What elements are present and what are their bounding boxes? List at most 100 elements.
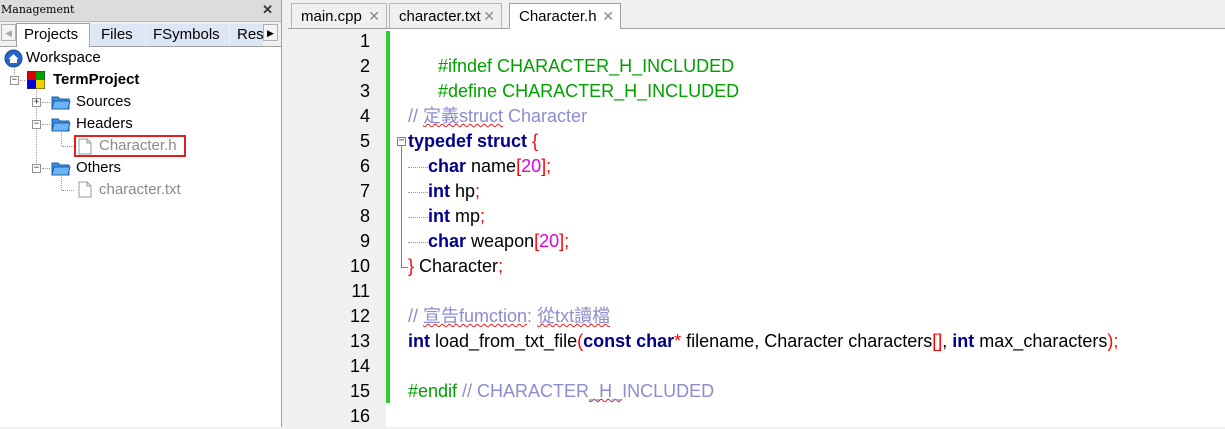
- line-number: 4: [359, 106, 370, 126]
- line-number: 16: [349, 406, 370, 426]
- collapse-icon[interactable]: −: [32, 163, 41, 173]
- line-number: 8: [359, 206, 370, 226]
- code-token: const: [583, 331, 632, 351]
- line-number: 2: [359, 56, 370, 76]
- tree-item-character-h[interactable]: Character.h: [74, 135, 186, 157]
- code-token: 宣告fumction: [423, 306, 528, 326]
- code-editor[interactable]: 1 2 3 4 5 6 7 8 9 10 11 12 13 14 15 16 −…: [288, 29, 1225, 427]
- tab-projects[interactable]: Projects: [16, 23, 90, 47]
- line-number: 6: [359, 156, 370, 176]
- character-txt-label: character.txt: [99, 181, 181, 198]
- tree-connector: [36, 90, 37, 169]
- tree-item-project[interactable]: − TermProject: [9, 70, 209, 90]
- editor-tab-bar: main.cpp ✕ character.txt ✕ Character.h ✕: [288, 0, 1225, 29]
- code-token: *: [674, 331, 682, 351]
- headers-label: Headers: [76, 115, 133, 132]
- code-line: char name[20];: [408, 154, 551, 179]
- code-token: filename, Character characters: [681, 331, 933, 351]
- workspace-icon: [4, 49, 23, 68]
- collapse-icon[interactable]: −: [32, 119, 41, 129]
- tab-character-h[interactable]: Character.h ✕: [509, 3, 621, 29]
- code-token: :: [527, 306, 538, 326]
- tab-resources[interactable]: Res: [230, 24, 263, 46]
- code-line: #define CHARACTER_H_INCLUDED: [408, 54, 739, 101]
- editor-area: main.cpp ✕ character.txt ✕ Character.h ✕…: [288, 0, 1225, 427]
- folder-open-icon: [51, 162, 71, 176]
- code-token: mp: [450, 206, 481, 226]
- collapse-icon[interactable]: −: [10, 75, 19, 85]
- tree-connector: [42, 124, 50, 125]
- line-number: 1: [359, 31, 370, 51]
- fold-end: [401, 261, 408, 268]
- code-token: #define CHARACTER_H_INCLUDED: [438, 81, 740, 101]
- line-number: 3: [359, 81, 370, 101]
- scroll-right-icon[interactable]: ▶: [263, 24, 278, 41]
- code-line: char weapon[20];: [408, 229, 569, 254]
- code-token: char: [636, 331, 675, 351]
- expand-icon[interactable]: +: [32, 97, 41, 107]
- tree-connector: [15, 80, 25, 81]
- project-icon: [27, 71, 45, 89]
- code-token: int: [428, 206, 450, 226]
- code-line: int mp;: [408, 204, 485, 229]
- code-token: int: [408, 331, 430, 351]
- tree-connector: [42, 168, 50, 169]
- code-token: int: [952, 331, 975, 351]
- tab-character-txt[interactable]: character.txt ✕: [389, 3, 502, 28]
- workspace-label: Workspace: [26, 49, 101, 66]
- code-token: ,: [942, 331, 953, 351]
- character-h-label: Character.h: [99, 137, 177, 154]
- tree-connector: [62, 146, 74, 147]
- code-token: ];: [559, 231, 570, 251]
- code-token: 定義struct: [423, 106, 504, 126]
- code-token: ;: [475, 181, 481, 201]
- close-tab-icon[interactable]: ✕: [368, 8, 380, 24]
- code-line: // 定義struct Character: [408, 104, 587, 129]
- code-token: _H_: [589, 381, 623, 401]
- code-token: }: [408, 256, 415, 276]
- code-line: int load_from_txt_file(const char* filen…: [408, 329, 1118, 354]
- code-token: Character: [503, 106, 588, 126]
- code-token: // CHARACTER: [457, 381, 590, 401]
- tree-item-others[interactable]: − Others: [31, 158, 231, 178]
- tree-item-sources[interactable]: + Sources: [31, 92, 231, 112]
- code-token: 20: [539, 231, 560, 251]
- code-line: // 宣告fumction: 從txt讀檔: [408, 304, 610, 329]
- code-line: int hp;: [408, 179, 480, 204]
- tree-item-workspace[interactable]: Workspace: [4, 48, 204, 68]
- change-bar: [386, 31, 390, 403]
- line-number: 10: [349, 256, 370, 276]
- tree-connector: [14, 69, 15, 81]
- tab-label: main.cpp: [301, 8, 362, 25]
- fold-line: [401, 146, 402, 261]
- line-number: 9: [359, 231, 370, 251]
- line-number: 5: [359, 131, 370, 151]
- tree-connector: [42, 102, 50, 103]
- tree-item-character-txt[interactable]: character.txt: [76, 180, 226, 200]
- close-tab-icon[interactable]: ✕: [602, 8, 614, 24]
- code-token: INCLUDED: [622, 381, 715, 401]
- code-token: {: [532, 131, 539, 151]
- code-token: #ifndef CHARACTER_H_INCLUDED: [438, 56, 735, 76]
- code-token: 從txt讀檔: [537, 306, 611, 326]
- tab-main-cpp[interactable]: main.cpp ✕: [291, 3, 387, 28]
- sources-label: Sources: [76, 93, 132, 110]
- line-number: 11: [351, 281, 370, 301]
- project-tree: Workspace − TermProject + Sources: [0, 47, 281, 427]
- line-number: 12: [349, 306, 370, 326]
- close-tab-icon[interactable]: ✕: [483, 8, 495, 24]
- line-number: 14: [349, 356, 370, 376]
- indent-guide: [408, 192, 428, 193]
- code-token: //: [408, 306, 424, 326]
- management-panel: Management ✕ ◀ Projects Files FSymbols R…: [0, 0, 282, 427]
- close-icon[interactable]: ✕: [262, 2, 273, 17]
- tab-fsymbols[interactable]: FSymbols: [146, 24, 229, 46]
- tree-item-headers[interactable]: − Headers: [31, 114, 231, 134]
- scroll-left-icon[interactable]: ◀: [1, 24, 16, 41]
- tree-connector: [62, 190, 74, 191]
- code-token: );: [1107, 331, 1119, 351]
- fold-collapse-icon[interactable]: −: [397, 135, 406, 146]
- code-token: weapon: [466, 231, 535, 251]
- tab-files[interactable]: Files: [91, 24, 145, 46]
- code-token: char: [428, 231, 467, 251]
